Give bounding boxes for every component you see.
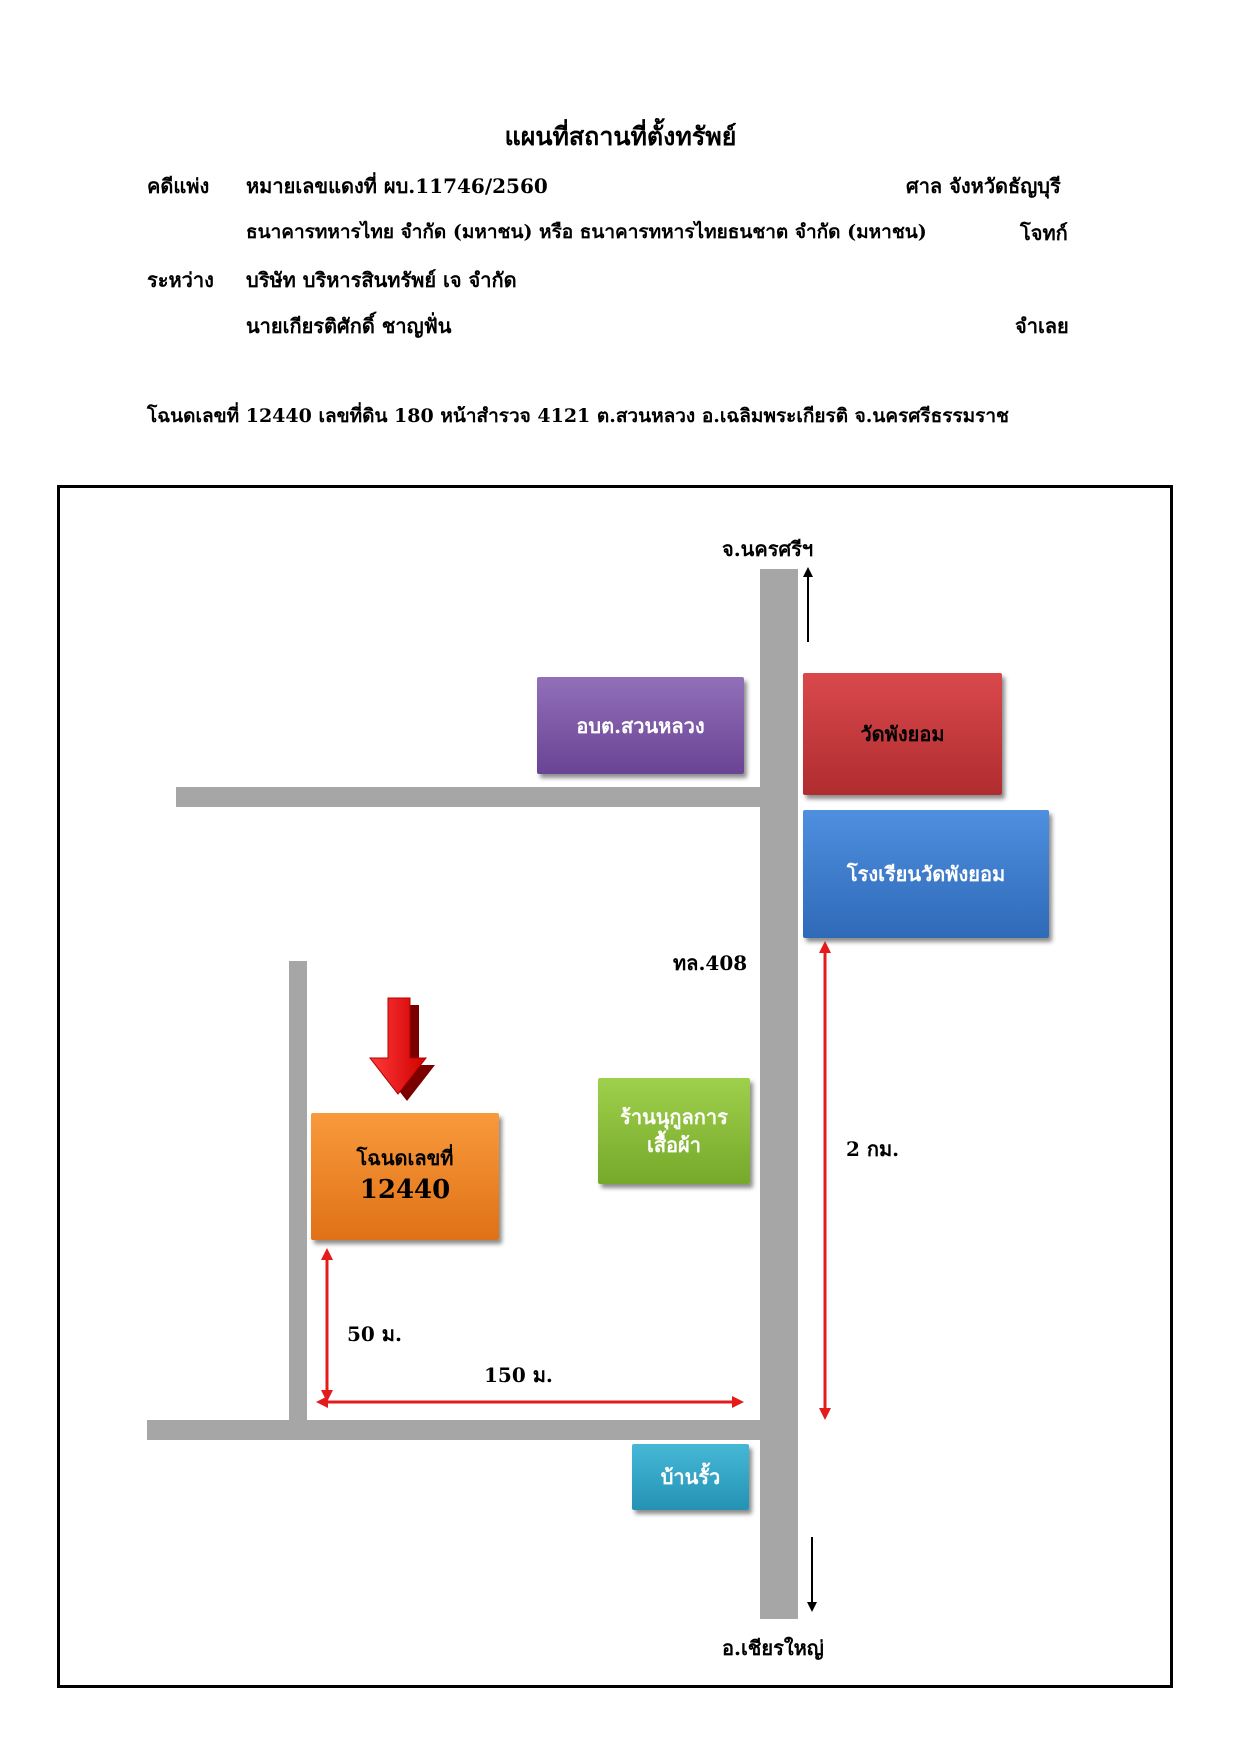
landmark-temple-label: วัดพังยอม [860,722,945,746]
landmark-fence-shop: บ้านรั้ว [632,1444,749,1510]
landmark-shop-label-1: ร้านนุกูลการ [620,1105,728,1129]
highway-road [760,569,798,1619]
property-pointer-arrow-icon [368,997,435,1101]
landmark-sao: อบต.สวนหลวง [537,677,744,774]
defendant-role: จำเลย [1015,314,1069,338]
red-case-number: หมายเลขแดงที่ ผบ.11746/2560 [246,174,548,198]
landmark-school: โรงเรียนวัดพังยอม [803,810,1049,938]
landmark-temple: วัดพังยอม [803,673,1002,795]
case-type-label: คดีแพ่ง [147,174,210,198]
highway-label: ทล.408 [673,951,748,975]
upper-side-road [176,787,760,807]
distance-50m-label: 50 ม. [347,1322,402,1346]
defendant-1: บริษัท บริหารสินทรัพย์ เจ จำกัด [246,268,517,292]
court-name: ศาล จังหวัดธัญบุรี [906,174,1061,198]
deed-info-line: โฉนดเลขที่ 12440 เลขที่ดิน 180 หน้าสำรวจ… [147,405,1009,427]
north-direction-label: จ.นครศรีฯ [722,537,814,561]
lower-side-road [147,1420,760,1440]
page-title: แผนที่สถานที่ตั้งทรัพย์ [504,122,737,151]
landmark-shop: ร้านนุกูลการ เสื้อผ้า [598,1078,750,1184]
map-frame [57,485,1173,1688]
property-deed-number: 12440 [359,1175,451,1206]
south-direction-label: อ.เชียรใหญ่ [722,1636,824,1660]
property-deed-box: โฉนดเลขที่ 12440 [311,1113,499,1240]
distance-2km-label: 2 กม. [846,1137,900,1161]
distance-150m-label: 150 ม. [484,1363,553,1387]
landmark-shop-label-2: เสื้อผ้า [646,1133,701,1157]
plaintiff-role: โจทก์ [1020,221,1068,245]
property-deed-label: โฉนดเลขที่ [356,1146,454,1171]
landmark-sao-label: อบต.สวนหลวง [576,713,705,738]
between-label: ระหว่าง [147,268,214,292]
landmark-fence-shop-label: บ้านรั้ว [660,1465,721,1489]
left-side-road [289,961,307,1432]
defendant-2: นายเกียรติศักดิ์ ชาญฟั่น [246,314,452,338]
landmark-school-label: โรงเรียนวัดพังยอม [846,862,1006,886]
plaintiff-name: ธนาคารทหารไทย จำกัด (มหาชน) หรือ ธนาคารท… [246,221,927,243]
